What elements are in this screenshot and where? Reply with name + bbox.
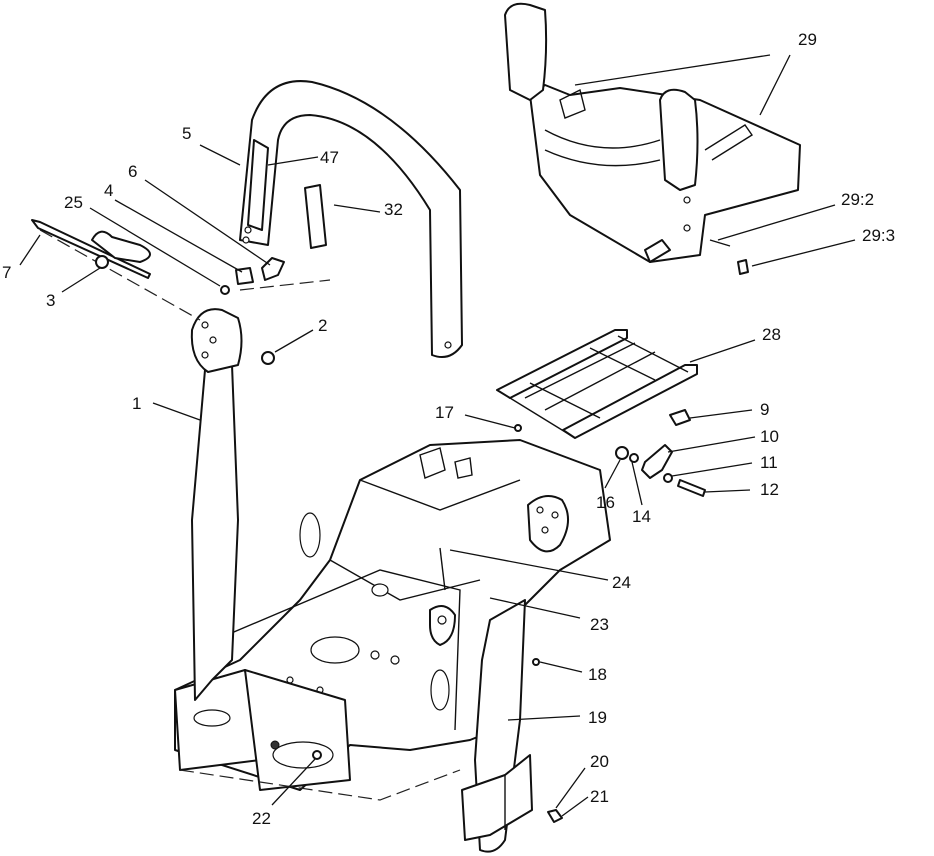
callout-7: 7 <box>2 263 11 282</box>
main-frame <box>174 439 611 801</box>
callout-23: 23 <box>590 615 609 634</box>
callout-16: 16 <box>596 493 615 512</box>
callout-22: 22 <box>252 809 271 828</box>
callout-20: 20 <box>590 752 609 771</box>
callout-14: 14 <box>632 507 651 526</box>
seat-mounting-plate <box>496 329 698 439</box>
callout-47: 47 <box>320 148 339 167</box>
callout-18: 18 <box>588 665 607 684</box>
callout-2: 2 <box>318 316 327 335</box>
leader-lines <box>19 54 856 817</box>
small-fasteners <box>312 547 563 823</box>
callout-21: 21 <box>590 787 609 806</box>
callout-9: 9 <box>760 400 769 419</box>
callout-3: 3 <box>46 291 55 310</box>
callout-29: 29 <box>798 30 817 49</box>
callout-5: 5 <box>182 124 191 143</box>
rollbar-right-lower <box>461 599 533 853</box>
callout-6: 6 <box>128 162 137 181</box>
pin-hardware <box>31 219 331 365</box>
callout-11: 11 <box>760 453 778 472</box>
decal-32 <box>304 184 327 249</box>
callout-24: 24 <box>612 573 631 592</box>
callout-29-3: 29:3 <box>862 226 895 245</box>
callout-17: 17 <box>435 403 454 422</box>
callout-25: 25 <box>64 193 83 212</box>
callout-labels: 1 2 3 4 5 6 7 9 10 11 12 14 16 17 18 19 … <box>2 30 895 828</box>
callout-29-2: 29:2 <box>841 190 874 209</box>
callout-10: 10 <box>760 427 779 446</box>
seat-assembly <box>504 2 801 275</box>
bolt-24 <box>439 547 446 591</box>
callout-4: 4 <box>104 181 113 200</box>
rollbar-upper-hoop <box>239 80 463 358</box>
callout-28: 28 <box>762 325 781 344</box>
callout-1: 1 <box>132 394 141 413</box>
callout-19: 19 <box>588 708 607 727</box>
rollbar-left-lower <box>190 308 243 701</box>
callout-12: 12 <box>760 480 779 499</box>
latch-hardware <box>514 409 706 497</box>
callout-32: 32 <box>384 200 403 219</box>
